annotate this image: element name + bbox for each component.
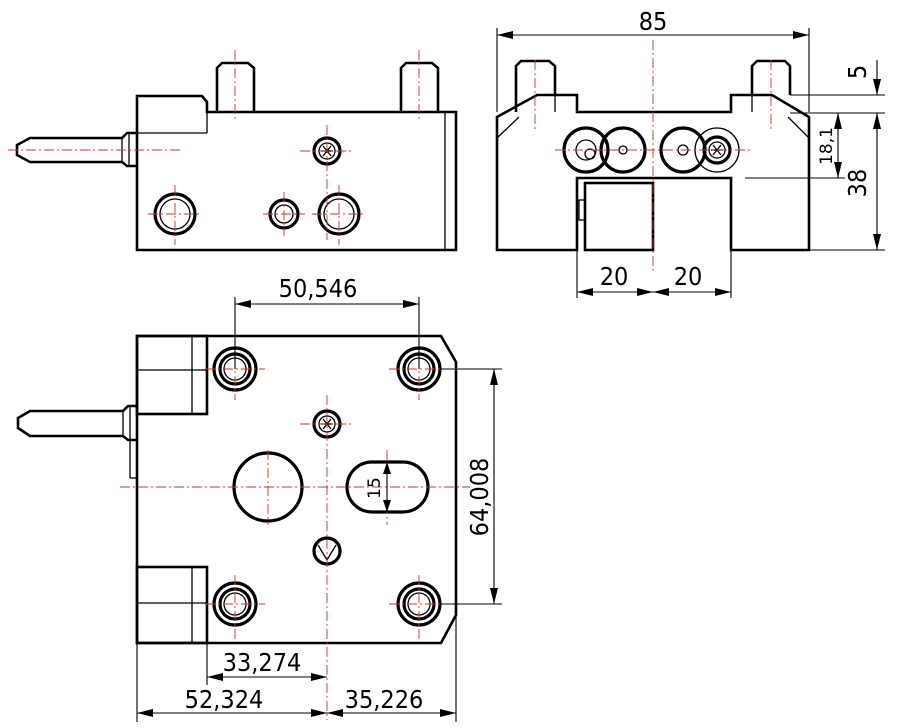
- dimension-labels: 85 5 38 18,1 20 20 50,546 64,008 15 33,2…: [185, 7, 872, 714]
- dim-offset-left: 52,324: [185, 685, 264, 714]
- top-pocket-lower: [135, 565, 209, 645]
- dim-height-step: 5: [843, 65, 872, 79]
- side-body: [135, 94, 458, 252]
- dim-offset-small: 33,274: [223, 648, 302, 677]
- dim-slot-right: 20: [674, 262, 703, 291]
- dim-slot-width: 15: [365, 477, 385, 499]
- front-body: [495, 93, 811, 252]
- dim-hole-spacing-x: 50,546: [279, 274, 358, 303]
- front-view: [495, 40, 811, 272]
- dim-height-bore: 18,1: [817, 127, 837, 165]
- top-slot: [345, 460, 430, 514]
- dim-hole-spacing-y: 64,008: [465, 458, 494, 537]
- dim-slot-left: 20: [600, 262, 629, 291]
- side-pin-left: [215, 61, 256, 112]
- top-view: [16, 334, 470, 720]
- dim-offset-right: 35,226: [345, 685, 424, 714]
- dim-height-total: 38: [843, 169, 872, 198]
- dim-width-top: 85: [639, 7, 668, 36]
- side-plunger: [15, 131, 137, 168]
- top-plunger: [16, 404, 137, 442]
- side-view: [8, 50, 458, 252]
- dimension-lines: [136, 28, 885, 722]
- top-pocket-upper: [135, 334, 209, 416]
- top-body: [135, 334, 458, 645]
- side-pin-right: [399, 61, 440, 112]
- front-plunger-block: [583, 181, 655, 252]
